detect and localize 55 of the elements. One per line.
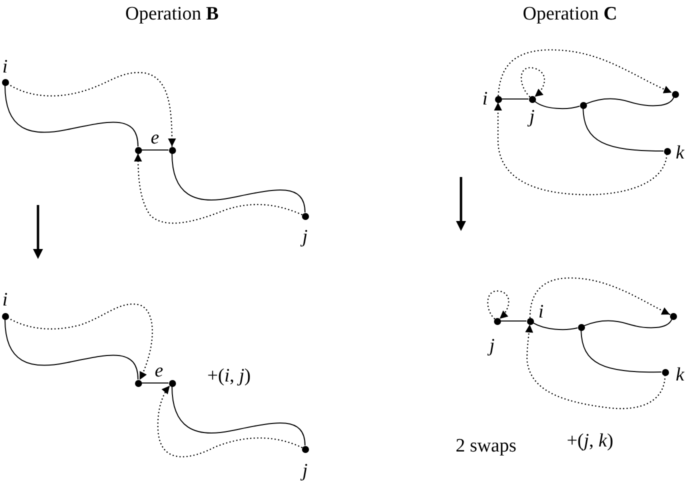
vertex-dot — [670, 312, 676, 320]
vertex-dot — [580, 102, 586, 108]
vertex-label: i — [538, 302, 544, 322]
vertex-dot — [2, 312, 8, 320]
edge-line — [500, 320, 527, 322]
vertex-label: j — [529, 108, 535, 126]
vertex-dot — [526, 318, 534, 324]
vertex-dot — [664, 148, 670, 154]
vertex-label: i — [482, 90, 488, 108]
dotted-arrow — [529, 277, 670, 318]
vertex-dot — [302, 212, 308, 220]
annotation-text: 2 swaps — [456, 436, 516, 456]
vertex-dot — [134, 380, 142, 386]
vertex-dot — [494, 318, 500, 324]
dotted-arrow — [494, 102, 668, 196]
dotted-loop-arrow — [487, 290, 510, 320]
annotation-text: +(i, j) — [207, 366, 251, 386]
vertex-dot — [672, 90, 678, 98]
dotted-arrow — [7, 72, 176, 148]
edge-line — [4, 319, 138, 380]
edge-line — [172, 153, 306, 213]
vertex-dot — [302, 446, 308, 452]
dotted-loop-arrow — [520, 67, 546, 98]
annotation-text: +(j, k) — [566, 432, 614, 450]
edge-line — [532, 322, 578, 330]
dotted-arrow — [134, 152, 302, 224]
edge-line — [501, 98, 529, 100]
edge-line — [4, 85, 138, 147]
vertex-label: i — [2, 58, 8, 76]
panel-title: Operation B — [125, 4, 219, 24]
edge-line — [586, 96, 674, 106]
vertex-dot — [168, 380, 176, 386]
vertex-dot — [168, 146, 176, 154]
edge-line — [141, 382, 169, 384]
vertex-dot — [134, 146, 142, 154]
dotted-arrow — [498, 49, 672, 96]
vertex-label: j — [302, 228, 308, 246]
vertex-dot — [494, 96, 502, 102]
vertex-label: j — [489, 336, 495, 356]
vertex-dot — [578, 324, 584, 330]
vertex-dot — [662, 368, 668, 376]
edge-line — [580, 330, 662, 373]
edge-line — [582, 108, 664, 152]
vertex-dot — [2, 78, 8, 86]
edge-line — [534, 100, 580, 110]
panel-title: Operation C — [522, 4, 618, 24]
dotted-arrow — [157, 385, 302, 458]
edge-line — [172, 386, 306, 446]
vertex-label: j — [302, 462, 308, 480]
vertex-dot — [528, 96, 536, 102]
vertex-label: k — [676, 144, 684, 162]
vertex-label: i — [2, 290, 8, 310]
dotted-arrow — [525, 324, 666, 410]
edge-line — [584, 318, 672, 328]
vertex-label: k — [676, 366, 684, 384]
